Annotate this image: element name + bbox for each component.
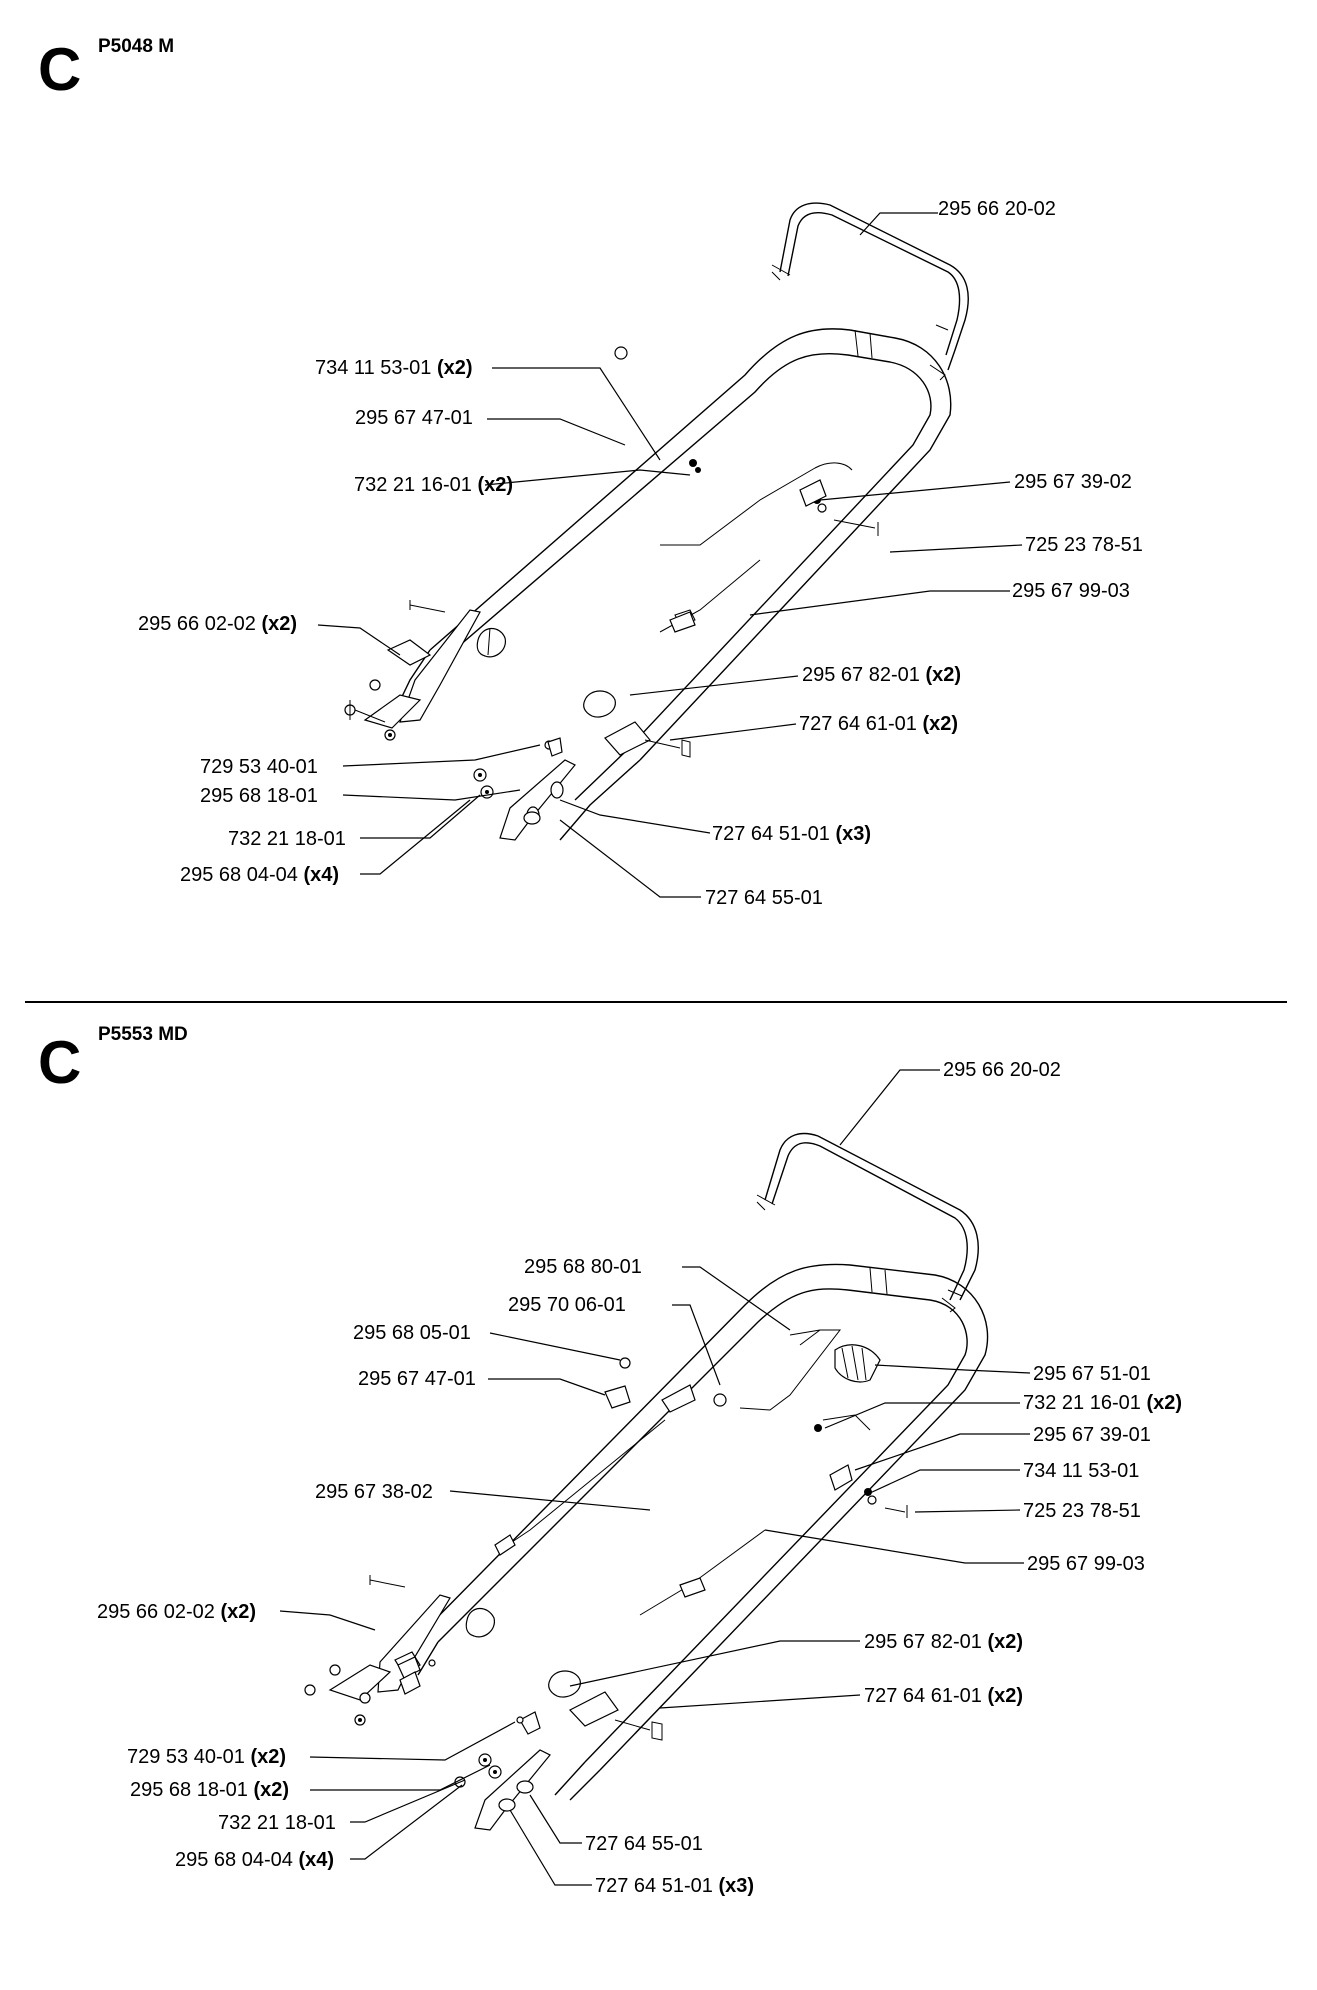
handle-assembly-bottom bbox=[304, 1132, 989, 1831]
upper-handle-tube-inner bbox=[451, 352, 932, 753]
part-label: 295 67 47-01 bbox=[355, 407, 473, 429]
part-label: 295 68 18-01 (x2) bbox=[130, 1779, 289, 1801]
nut-bottom-1 bbox=[619, 1357, 631, 1369]
part-label: 295 67 82-01 (x2) bbox=[802, 664, 961, 686]
control-bar-tube-bottom bbox=[764, 1132, 979, 1301]
part-label: 732 21 18-01 bbox=[218, 1812, 336, 1834]
part-label: 295 67 39-01 bbox=[1033, 1424, 1151, 1446]
part-label: 727 64 51-01 (x3) bbox=[595, 1875, 754, 1897]
part-labels-top: 295 66 20-02 734 11 53-01 (x2) 295 67 47… bbox=[138, 198, 1143, 909]
part-label: 295 67 38-02 bbox=[315, 1481, 433, 1503]
part-label: 727 64 61-01 (x2) bbox=[864, 1685, 1023, 1707]
part-label: 295 67 47-01 bbox=[358, 1368, 476, 1390]
part-label: 295 67 51-01 bbox=[1033, 1363, 1151, 1385]
part-label: 732 21 18-01 bbox=[228, 828, 346, 850]
bolt-left-upper bbox=[409, 600, 446, 613]
part-label: 295 67 82-01 (x2) bbox=[864, 1631, 1023, 1653]
part-label: 732 21 16-01 (x2) bbox=[1023, 1392, 1182, 1414]
leader-lines-top bbox=[317, 212, 1023, 898]
part-label: 295 66 20-02 bbox=[938, 198, 1056, 220]
part-label: 734 11 53-01 bbox=[1023, 1460, 1139, 1482]
leader-lines-bottom bbox=[279, 1069, 1031, 1886]
part-label: 727 64 55-01 bbox=[585, 1833, 703, 1855]
section-letter-bottom: C bbox=[38, 1029, 82, 1096]
left-knob bbox=[476, 627, 507, 658]
left-bracket-plate bbox=[399, 609, 481, 723]
part-label: 725 23 78-51 bbox=[1023, 1500, 1141, 1522]
part-label: 295 67 99-03 bbox=[1012, 580, 1130, 602]
drive-lever bbox=[739, 1329, 842, 1411]
drive-grip bbox=[834, 1344, 881, 1383]
part-label: 734 11 53-01 (x2) bbox=[315, 357, 473, 379]
right-knob-bottom bbox=[548, 1670, 581, 1698]
section-divider bbox=[25, 1001, 1287, 1003]
part-label: 295 68 05-01 bbox=[353, 1322, 471, 1344]
part-label: 295 66 02-02 (x2) bbox=[138, 613, 297, 635]
part-label: 727 64 51-01 (x3) bbox=[712, 823, 871, 845]
left-knob-bottom bbox=[465, 1607, 496, 1638]
part-label: 729 53 40-01 bbox=[200, 756, 318, 778]
part-label: 295 68 18-01 bbox=[200, 785, 318, 807]
part-label: 729 53 40-01 (x2) bbox=[127, 1746, 286, 1768]
cable-top bbox=[660, 462, 853, 546]
part-label: 295 67 99-03 bbox=[1027, 1553, 1145, 1575]
part-label: 295 66 02-02 (x2) bbox=[97, 1601, 256, 1623]
part-label: 295 70 06-01 bbox=[508, 1294, 626, 1316]
handle-assembly-top bbox=[344, 202, 969, 841]
lower-left-tube-end bbox=[386, 639, 432, 666]
clamp-bottom bbox=[604, 1385, 631, 1409]
control-bar-tube bbox=[779, 202, 969, 371]
part-label: 725 23 78-51 bbox=[1025, 534, 1143, 556]
upper-handle-tube-bottom bbox=[414, 1263, 989, 1771]
right-tube-collar-bottom bbox=[569, 1691, 619, 1727]
part-label: 727 64 55-01 bbox=[705, 887, 823, 909]
lower-right-tube-collar bbox=[604, 721, 651, 756]
part-labels-bottom: 295 66 20-02 295 68 80-01 295 70 06-01 2… bbox=[97, 1059, 1182, 1897]
part-label: 295 66 20-02 bbox=[943, 1059, 1061, 1081]
part-label: 295 68 04-04 (x4) bbox=[175, 1849, 334, 1871]
section-model-bottom: P5553 MD bbox=[98, 1024, 188, 1045]
right-bracket-plate bbox=[499, 759, 576, 841]
part-label: 295 67 39-02 bbox=[1014, 471, 1132, 493]
part-label: 295 68 04-04 (x4) bbox=[180, 864, 339, 886]
right-knob bbox=[583, 690, 616, 718]
nut-top-1 bbox=[614, 346, 628, 360]
upper-handle-tube bbox=[429, 328, 952, 761]
section-model-top: P5048 M bbox=[98, 36, 175, 57]
part-label: 295 68 80-01 bbox=[524, 1256, 642, 1278]
part-label: 732 21 16-01 (x2) bbox=[354, 474, 513, 496]
part-label: 727 64 61-01 (x2) bbox=[799, 713, 958, 735]
section-letter-top: C bbox=[38, 36, 82, 103]
